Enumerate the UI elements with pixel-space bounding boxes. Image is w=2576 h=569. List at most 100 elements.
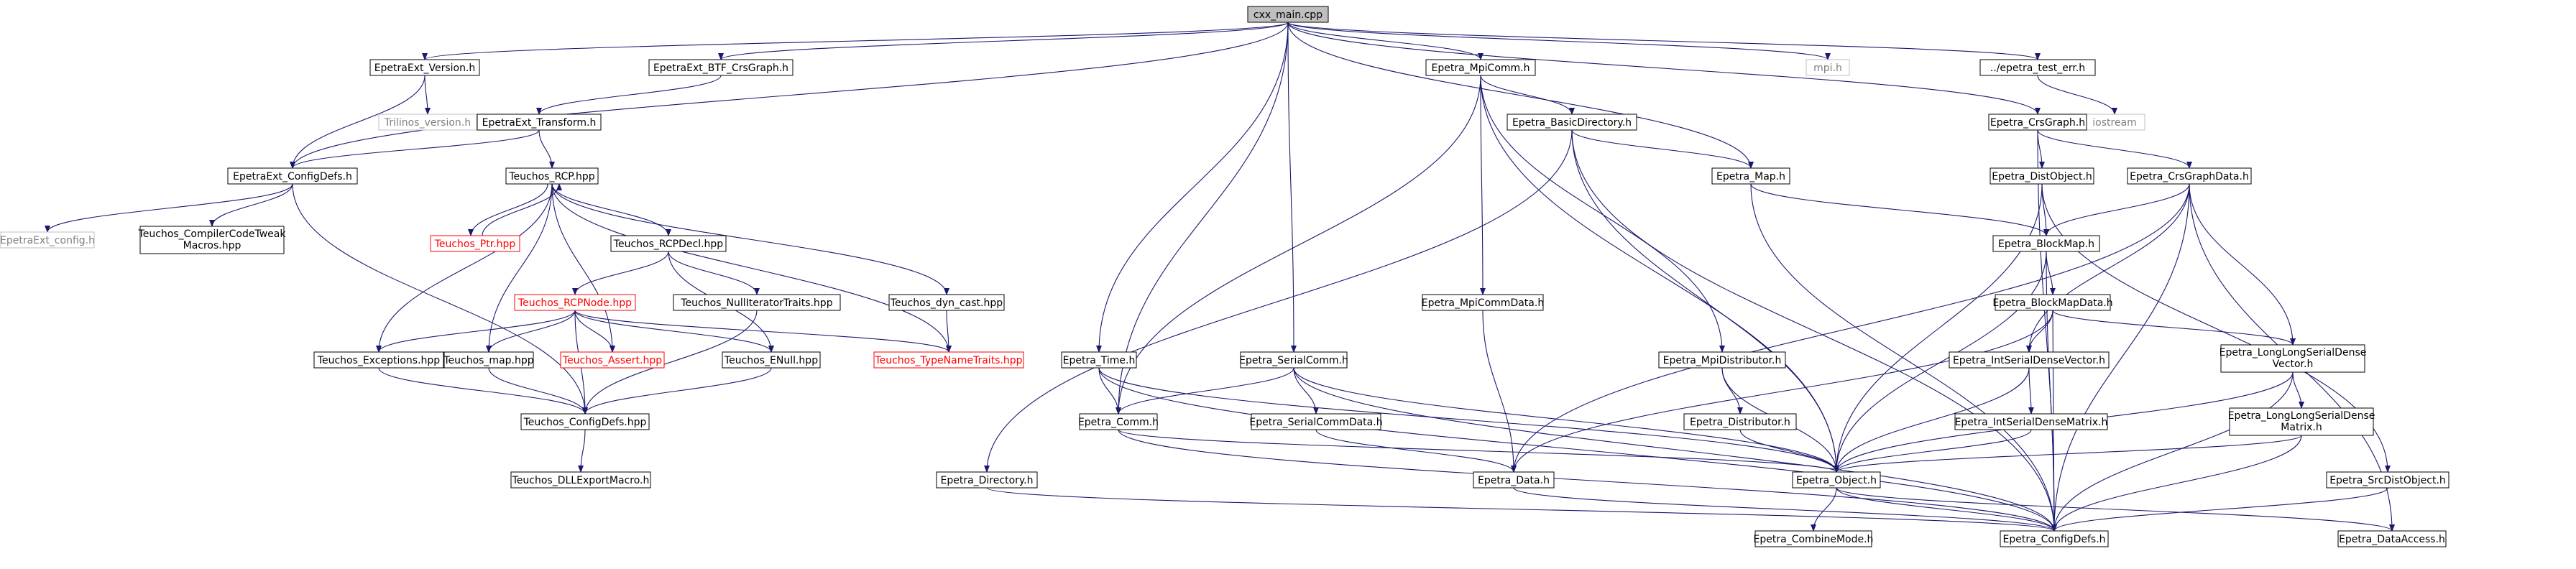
edge-crsgraph-to-e_configdefs [2037, 129, 2057, 532]
node-serialcommdata[interactable]: Epetra_SerialCommData.h [1249, 413, 1383, 430]
node-time[interactable]: Epetra_Time.h [1061, 351, 1137, 369]
edge-ext_configdefs-to-t_configdefs [292, 183, 588, 415]
node-ext_transform[interactable]: EpetraExt_Transform.h [477, 114, 602, 131]
node-tmap[interactable]: Teuchos_map.hpp [443, 351, 534, 369]
node-intsdv[interactable]: Epetra_IntSerialDenseVector.h [1949, 351, 2110, 369]
node-distobject[interactable]: Epetra_DistObject.h [1990, 167, 2094, 185]
node-label-directory: Epetra_Directory.h [940, 475, 1033, 486]
node-label-distributor: Epetra_Distributor.h [1690, 417, 1790, 428]
edge-crsgraphdata-to-data [1511, 183, 2190, 473]
node-combinemode[interactable]: Epetra_CombineMode.h [1754, 530, 1874, 547]
node-box-ext_btf [648, 59, 794, 76]
node-box-srcdistobject [2326, 471, 2450, 489]
node-cxx_main[interactable]: cxx_main.cpp [1247, 6, 1329, 23]
edge-serialcommdata-to-data [1315, 429, 1517, 473]
node-box-ext_config [0, 231, 95, 249]
node-basicdir[interactable]: Epetra_BasicDirectory.h [1506, 114, 1637, 131]
node-dataaccess[interactable]: Epetra_DataAccess.h [2337, 530, 2447, 547]
node-trilinos_version[interactable]: Trilinos_version.h [378, 114, 477, 131]
edge-crsgraph-to-distobject [2037, 129, 2045, 169]
node-mpi[interactable]: mpi.h [1806, 59, 1850, 76]
node-comm[interactable]: Epetra_Comm.h [1078, 413, 1159, 430]
node-ext_config[interactable]: EpetraExt_config.h [0, 231, 95, 249]
node-label-data: Epetra_Data.h [1478, 475, 1550, 486]
edge-ext_version-to-ext_configdefs [290, 75, 426, 169]
node-box-basicdir [1506, 114, 1637, 131]
node-directory[interactable]: Epetra_Directory.h [936, 471, 1038, 489]
node-label-ext_configdefs: EpetraExt_ConfigDefs.h [233, 171, 352, 182]
node-assert[interactable]: Teuchos_Assert.hpp [560, 351, 665, 369]
edge-comm-to-e_configdefs [1118, 429, 2057, 532]
node-label-assert: Teuchos_Assert.hpp [562, 355, 662, 366]
node-box-rcp [505, 167, 599, 185]
edge-rcp-to-ptr [468, 183, 548, 236]
node-label-dataaccess: Epetra_DataAccess.h [2339, 534, 2445, 545]
edge-blockmap-to-blockmapdata [2046, 251, 2056, 295]
node-enull[interactable]: Teuchos_ENull.hpp [722, 351, 821, 369]
edge-t_configdefs-to-dllexport [578, 429, 586, 473]
node-label-rcpnode: Teuchos_RCPNode.hpp [518, 297, 632, 309]
node-serialcomm[interactable]: Epetra_SerialComm.h [1239, 351, 1348, 369]
node-mpicomm[interactable]: Epetra_MpiComm.h [1425, 59, 1536, 76]
node-iostream[interactable]: iostream [2084, 114, 2145, 131]
node-box-enull [722, 351, 821, 369]
node-data[interactable]: Epetra_Data.h [1473, 471, 1555, 489]
node-crsgraph[interactable]: Epetra_CrsGraph.h [1988, 114, 2087, 131]
edge-llsdv-to-llsdm [2292, 371, 2304, 409]
edge-rcpnode-to-assert [574, 310, 615, 353]
node-test_err[interactable]: ../epetra_test_err.h [1979, 59, 2096, 76]
node-box-intsdv [1949, 351, 2110, 369]
node-rcpdecl[interactable]: Teuchos_RCPDecl.hpp [610, 235, 727, 252]
node-label-test_err: ../epetra_test_err.h [1990, 63, 2085, 74]
node-exceptions[interactable]: Teuchos_Exceptions.hpp [313, 351, 444, 369]
node-label-mpicommdata: Epetra_MpiCommData.h [1422, 297, 1544, 309]
node-dyn_cast[interactable]: Teuchos_dyn_cast.hpp [888, 294, 1005, 311]
node-ext_btf[interactable]: EpetraExt_BTF_CrsGraph.h [648, 59, 794, 76]
node-e_configdefs[interactable]: Epetra_ConfigDefs.h [2000, 530, 2109, 547]
node-box-ext_transform [477, 114, 602, 131]
edge-ext_transform-to-ext_configdefs [290, 129, 540, 169]
edge-rcp-to-rcpdecl [551, 183, 671, 236]
node-mpicommdata[interactable]: Epetra_MpiCommData.h [1422, 294, 1544, 311]
edge-rcp-to-tmap [486, 183, 553, 353]
node-box-ptr [430, 235, 520, 252]
edge-object-to-combinemode [1811, 487, 1837, 532]
node-blockmapdata[interactable]: Epetra_BlockMapData.h [1992, 294, 2113, 311]
node-ext_version[interactable]: EpetraExt_Version.h [369, 59, 480, 76]
edge-rcp-to-assert [551, 183, 615, 353]
node-map[interactable]: Epetra_Map.h [1711, 167, 1790, 185]
node-ext_configdefs[interactable]: EpetraExt_ConfigDefs.h [227, 167, 358, 185]
node-box-mpi [1806, 59, 1850, 76]
node-rcp[interactable]: Teuchos_RCP.hpp [505, 167, 599, 185]
node-box-directory [936, 471, 1038, 489]
node-box-crsgraph [1988, 114, 2087, 131]
node-blockmap[interactable]: Epetra_BlockMap.h [1992, 235, 2100, 252]
edge-mpicomm-to-mpicommdata [1479, 75, 1486, 295]
node-distributor[interactable]: Epetra_Distributor.h [1683, 413, 1797, 430]
node-t_configdefs[interactable]: Teuchos_ConfigDefs.hpp [520, 413, 650, 430]
edge-rcp-to-typename [551, 183, 952, 353]
node-box-test_err [1979, 59, 2096, 76]
node-object[interactable]: Epetra_Object.h [1792, 471, 1881, 489]
node-box-exceptions [313, 351, 444, 369]
node-crsgraphdata[interactable]: Epetra_CrsGraphData.h [2127, 167, 2252, 185]
node-mpidist[interactable]: Epetra_MpiDistributor.h [1658, 351, 1786, 369]
node-box-serialcommdata [1251, 413, 1381, 430]
node-box-mpidist [1658, 351, 1786, 369]
node-box-comm [1079, 413, 1158, 430]
node-intsdm[interactable]: Epetra_IntSerialDenseMatrix.h [1954, 413, 2108, 430]
node-typename[interactable]: Teuchos_TypeNameTraits.hpp [873, 351, 1024, 369]
node-label-ext_btf: EpetraExt_BTF_CrsGraph.h [653, 63, 788, 74]
node-label-mpicomm: Epetra_MpiComm.h [1432, 63, 1530, 74]
node-label-typename: Teuchos_TypeNameTraits.hpp [874, 355, 1022, 366]
node-dllexport[interactable]: Teuchos_DLLExportMacro.h [510, 471, 651, 489]
node-null_iter[interactable]: Teuchos_NullIteratorTraits.hpp [673, 294, 841, 311]
node-rcpnode[interactable]: Teuchos_RCPNode.hpp [514, 294, 636, 311]
edge-object-to-e_configdefs [1836, 487, 2057, 532]
node-ptr[interactable]: Teuchos_Ptr.hpp [430, 235, 520, 252]
node-srcdistobject[interactable]: Epetra_SrcDistObject.h [2326, 471, 2450, 489]
